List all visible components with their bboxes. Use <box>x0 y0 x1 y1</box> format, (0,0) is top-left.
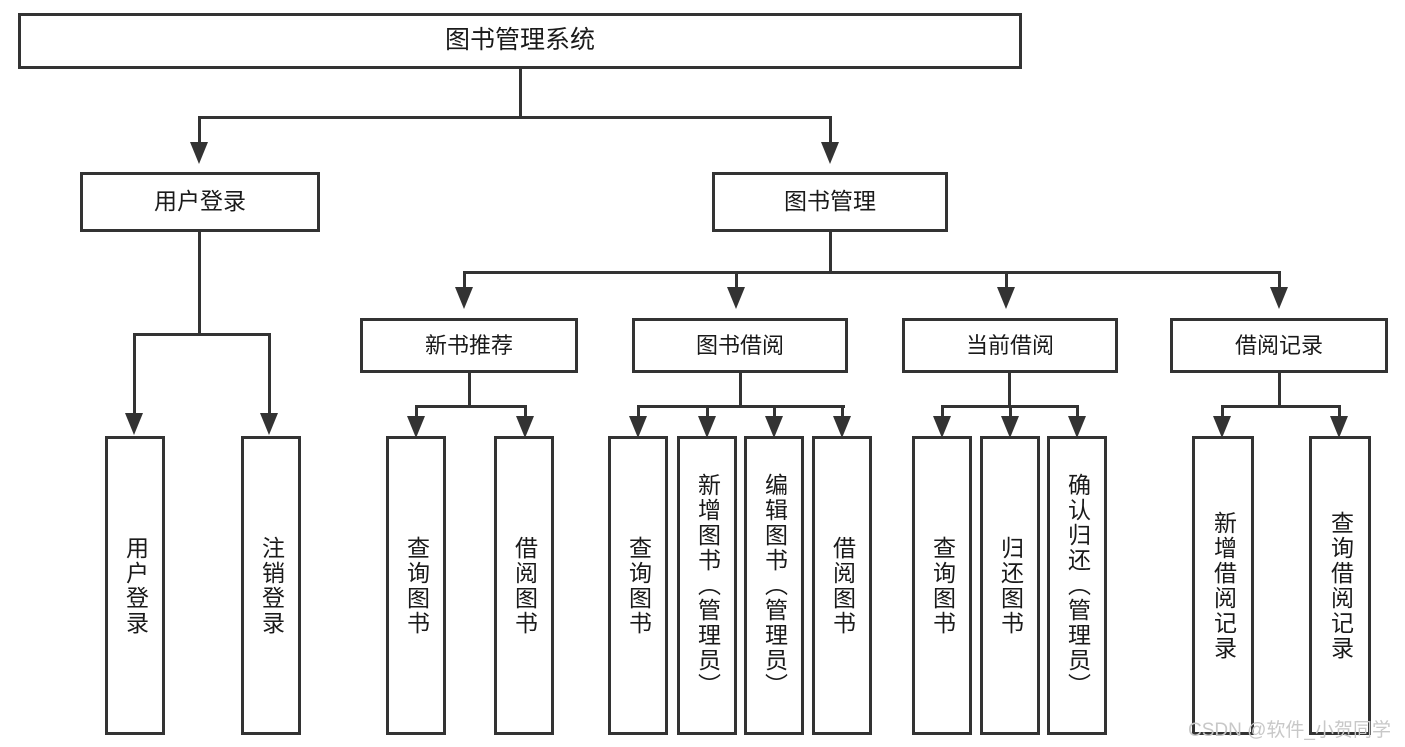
edge-to-book-borrow <box>735 271 738 289</box>
node-label: 借阅图书 <box>829 535 856 636</box>
node-label: 编辑图书（管理员） <box>761 473 788 698</box>
node-book-borrow[interactable]: 图书借阅 <box>632 318 848 373</box>
edge-new-book-recommend-down <box>468 373 471 408</box>
edge-bb-leaf-4 <box>841 405 844 420</box>
edge-br-leaf-2 <box>1338 405 1341 420</box>
leaf-user-login[interactable]: 用户登录 <box>105 436 165 735</box>
node-label: 新书推荐 <box>424 332 513 358</box>
edge-to-leaf-user-login <box>133 333 136 415</box>
node-label: 注销登录 <box>258 535 285 636</box>
arrowhead-leaf-user-login <box>125 413 143 435</box>
edge-current-borrow-down <box>1008 373 1011 408</box>
node-book-management[interactable]: 图书管理 <box>712 172 948 232</box>
node-label: 查询图书 <box>929 535 956 636</box>
arrowhead-bb-leaf-2 <box>698 416 716 438</box>
edge-book-mgmt-down <box>829 232 832 274</box>
edge-bb-leaf-1 <box>637 405 640 420</box>
edge-borrow-record-bus <box>1221 405 1341 408</box>
leaf-add-borrow-record[interactable]: 新增借阅记录 <box>1192 436 1254 735</box>
node-label: 新增图书（管理员） <box>694 473 721 698</box>
arrowhead-bb-leaf-3 <box>765 416 783 438</box>
edge-book-borrow-down <box>739 373 742 408</box>
arrowhead-nbr-leaf-1 <box>407 416 425 438</box>
edge-cb-leaf-1 <box>941 405 944 420</box>
edge-bb-leaf-3 <box>773 405 776 420</box>
arrowhead-br-leaf-1 <box>1213 416 1231 438</box>
leaf-query-book-borrow[interactable]: 查询图书 <box>608 436 668 735</box>
leaf-confirm-return-admin[interactable]: 确认归还（管理员） <box>1047 436 1107 735</box>
edge-user-login-bus <box>133 333 271 336</box>
edge-root-bus <box>198 116 832 119</box>
edge-root-down <box>519 69 522 118</box>
node-label: 新增借阅记录 <box>1210 510 1237 661</box>
edge-user-login-down <box>198 232 201 335</box>
edge-new-book-recommend-bus <box>415 405 527 408</box>
edge-to-leaf-logout <box>268 333 271 415</box>
leaf-borrow-book-recommend[interactable]: 借阅图书 <box>494 436 554 735</box>
node-label: 确认归还（管理员） <box>1064 473 1091 698</box>
edge-cb-leaf-3 <box>1076 405 1079 420</box>
leaf-query-book-recommend[interactable]: 查询图书 <box>386 436 446 735</box>
leaf-logout[interactable]: 注销登录 <box>241 436 301 735</box>
edge-to-current-borrow <box>1005 271 1008 289</box>
arrowhead-leaf-logout <box>260 413 278 435</box>
node-label: 图书管理 <box>784 188 876 215</box>
node-user-login[interactable]: 用户登录 <box>80 172 320 232</box>
node-root-system[interactable]: 图书管理系统 <box>18 13 1022 69</box>
node-label: 查询借阅记录 <box>1327 510 1354 661</box>
node-label: 当前借阅 <box>965 332 1054 358</box>
edge-book-mgmt-bus <box>463 271 1281 274</box>
edge-br-leaf-1 <box>1221 405 1224 420</box>
leaf-return-book[interactable]: 归还图书 <box>980 436 1040 735</box>
node-borrow-record[interactable]: 借阅记录 <box>1170 318 1388 373</box>
arrowhead-book-borrow <box>727 287 745 309</box>
node-new-book-recommend[interactable]: 新书推荐 <box>360 318 578 373</box>
leaf-add-book-admin[interactable]: 新增图书（管理员） <box>677 436 737 735</box>
edge-book-borrow-bus <box>637 405 845 408</box>
edge-cb-leaf-2 <box>1009 405 1012 420</box>
node-label: 查询图书 <box>625 535 652 636</box>
edge-nbr-leaf-1 <box>415 405 418 420</box>
edge-to-new-book-recommend <box>463 271 466 289</box>
arrowhead-borrow-record <box>1270 287 1288 309</box>
arrowhead-cb-leaf-2 <box>1001 416 1019 438</box>
node-label: 查询图书 <box>403 535 430 636</box>
arrowhead-cb-leaf-1 <box>933 416 951 438</box>
node-label: 借阅图书 <box>511 535 538 636</box>
arrowhead-nbr-leaf-2 <box>516 416 534 438</box>
arrowhead-book-mgmt <box>821 142 839 164</box>
node-label: 用户登录 <box>154 188 246 215</box>
leaf-borrow-book[interactable]: 借阅图书 <box>812 436 872 735</box>
leaf-query-book-current[interactable]: 查询图书 <box>912 436 972 735</box>
arrowhead-bb-leaf-1 <box>629 416 647 438</box>
edge-to-borrow-record <box>1278 271 1281 289</box>
node-label: 图书管理系统 <box>444 26 595 55</box>
leaf-edit-book-admin[interactable]: 编辑图书（管理员） <box>744 436 804 735</box>
node-label: 用户登录 <box>122 535 149 636</box>
edge-borrow-record-down <box>1278 373 1281 408</box>
node-label: 图书借阅 <box>695 332 784 358</box>
edge-root-to-book-mgmt <box>829 116 832 144</box>
edge-nbr-leaf-2 <box>524 405 527 420</box>
node-label: 归还图书 <box>997 535 1024 636</box>
arrowhead-current-borrow <box>997 287 1015 309</box>
node-label: 借阅记录 <box>1234 332 1323 358</box>
edge-bb-leaf-2 <box>706 405 709 420</box>
arrowhead-bb-leaf-4 <box>833 416 851 438</box>
node-current-borrow[interactable]: 当前借阅 <box>902 318 1118 373</box>
leaf-query-borrow-record[interactable]: 查询借阅记录 <box>1309 436 1371 735</box>
arrowhead-new-book-recommend <box>455 287 473 309</box>
arrowhead-user-login <box>190 142 208 164</box>
arrowhead-br-leaf-2 <box>1330 416 1348 438</box>
arrowhead-cb-leaf-3 <box>1068 416 1086 438</box>
edge-root-to-user-login <box>198 116 201 144</box>
